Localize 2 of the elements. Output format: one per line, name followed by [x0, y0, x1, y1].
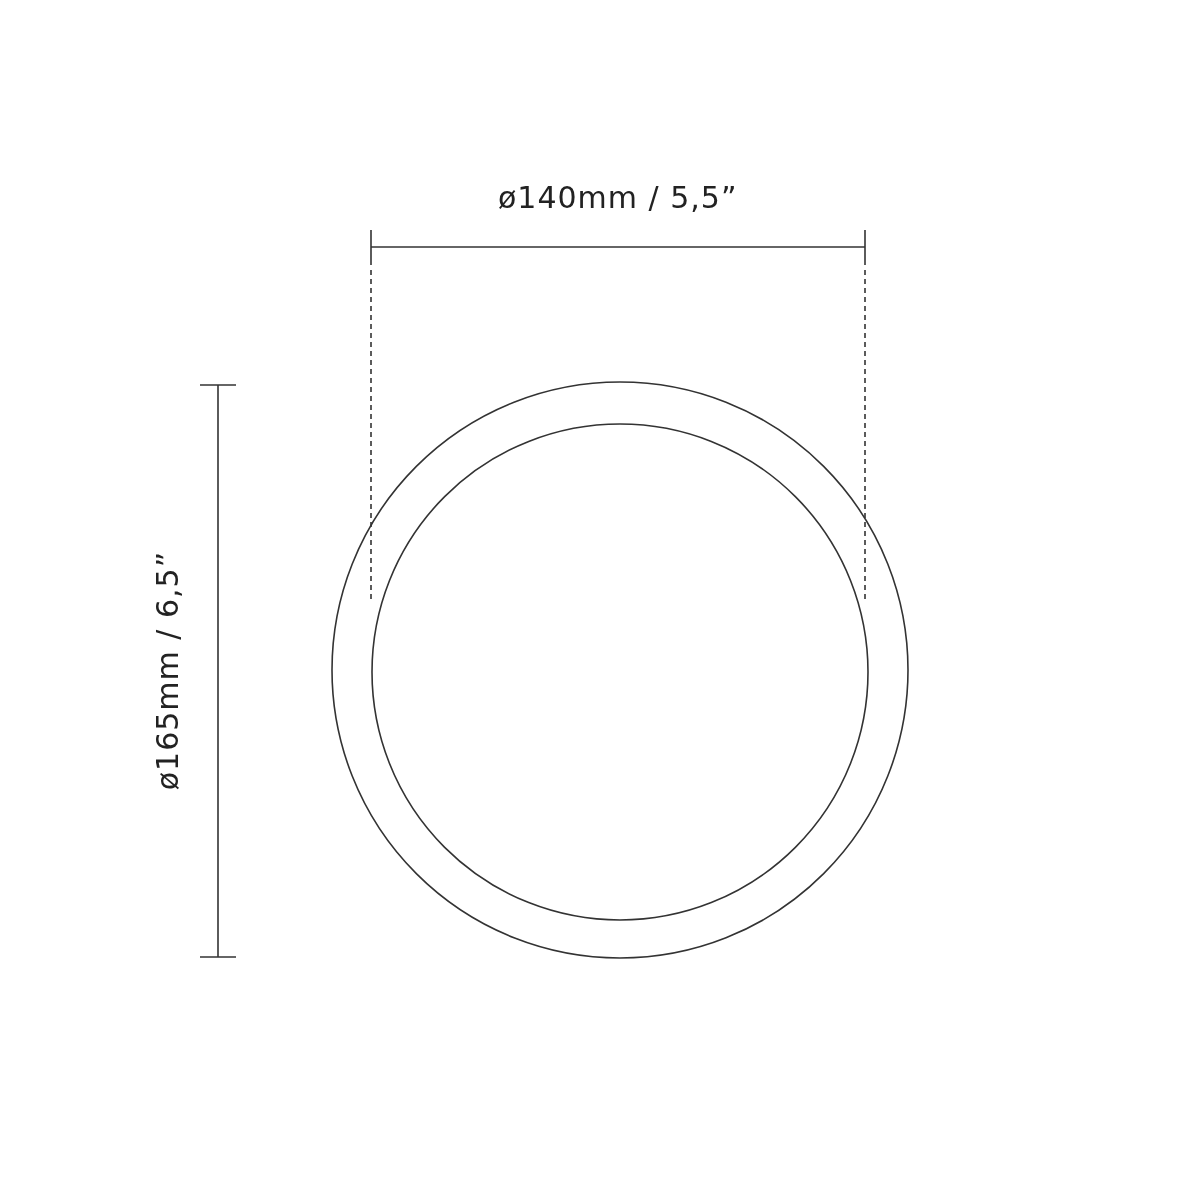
- dimension-label: ø140mm / 5,5”: [498, 179, 738, 215]
- dimension-label: ø165mm / 6,5”: [150, 550, 186, 790]
